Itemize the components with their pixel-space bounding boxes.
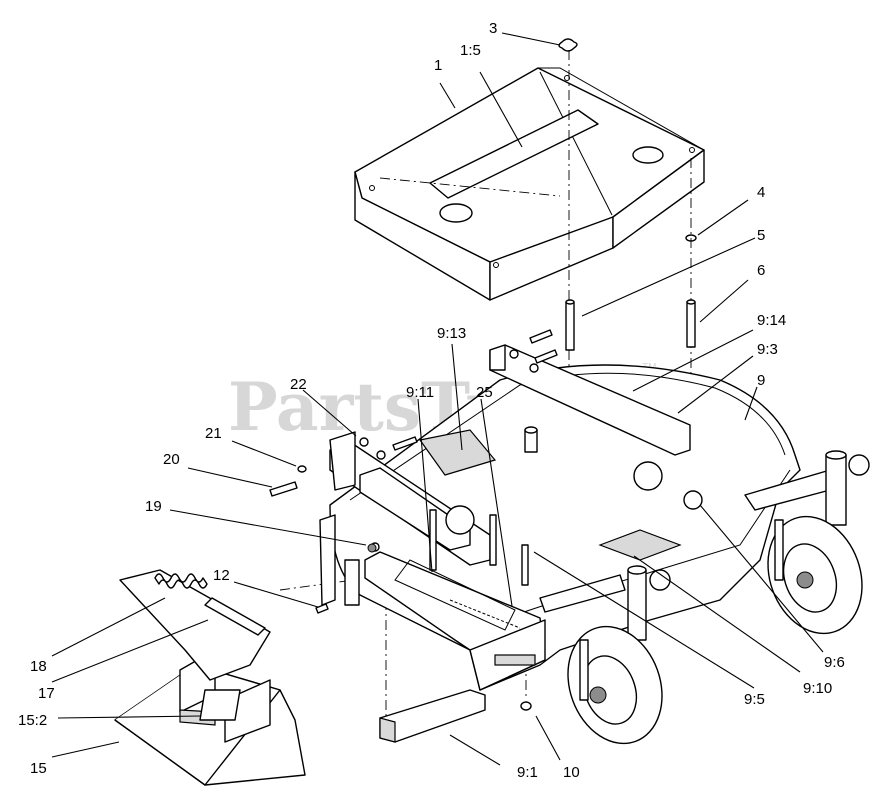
callout-3: 3 <box>489 20 497 37</box>
discharge-chute <box>114 649 306 786</box>
hardware-bolts <box>359 329 558 460</box>
callout-9-13: 9:13 <box>437 325 466 342</box>
callout-9-3: 9:3 <box>757 341 778 358</box>
caster-wheel-left <box>567 565 671 745</box>
callout-10: 10 <box>563 764 580 781</box>
callout-25: 25 <box>476 384 493 401</box>
callout-9-14: 9:14 <box>757 312 786 329</box>
nut-part-19 <box>367 543 377 553</box>
callout-9-6: 9:6 <box>824 654 845 671</box>
callout-21: 21 <box>205 425 222 442</box>
washer-part-21 <box>297 465 307 473</box>
pin-part-5 <box>565 299 575 351</box>
callout-6: 6 <box>757 262 765 279</box>
bolt-part-12 <box>315 603 329 614</box>
callout-labels: 3 1:5 1 4 5 6 9:14 9:3 9 9:13 22 9:11 25… <box>18 20 845 781</box>
callout-20: 20 <box>163 451 180 468</box>
callout-5: 5 <box>757 227 765 244</box>
callout-9: 9 <box>757 372 765 389</box>
callout-4: 4 <box>757 184 765 201</box>
callout-9-10: 9:10 <box>803 680 832 697</box>
rod-part-17 <box>204 597 266 636</box>
callout-18: 18 <box>30 658 47 675</box>
callout-9-1: 9:1 <box>517 764 538 781</box>
callout-15-2: 15:2 <box>18 712 47 729</box>
bolt-part-20 <box>269 481 298 497</box>
callout-19: 19 <box>145 498 162 515</box>
bracket-part-9-1 <box>379 689 486 743</box>
pin-part-6 <box>686 299 696 348</box>
leader-lines <box>51 32 824 766</box>
nut-part-10 <box>520 701 532 711</box>
callout-12: 12 <box>213 567 230 584</box>
callout-22: 22 <box>290 376 307 393</box>
mower-deck <box>319 344 831 691</box>
callout-17: 17 <box>38 685 55 702</box>
callout-9-5: 9:5 <box>744 691 765 708</box>
decal-9-13 <box>418 429 497 476</box>
knob-part <box>558 38 578 52</box>
caster-wheel-right <box>767 450 870 635</box>
callout-1: 1 <box>434 57 442 74</box>
deck-cover <box>354 67 705 301</box>
decal-9-10 <box>598 529 682 561</box>
callout-1-5: 1:5 <box>460 42 481 59</box>
callout-9-11: 9:11 <box>406 384 434 401</box>
callout-15: 15 <box>30 760 47 777</box>
